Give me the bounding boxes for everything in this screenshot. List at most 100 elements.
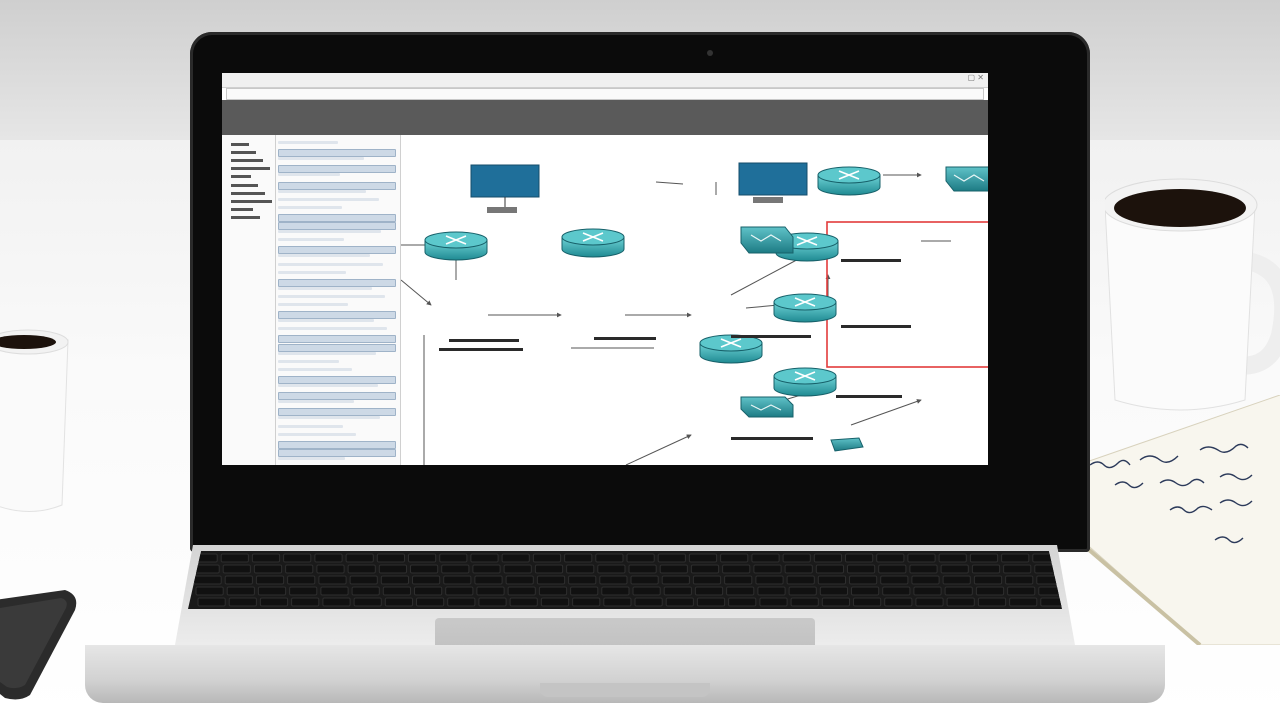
device-tree-row[interactable]	[278, 327, 387, 331]
keyboard-key	[380, 575, 410, 585]
device-tree-row[interactable]	[278, 222, 396, 230]
device-tree-row[interactable]	[278, 456, 345, 460]
keyboard-key	[1003, 564, 1032, 574]
keyboard-key	[694, 586, 724, 596]
device-tree-row[interactable]	[278, 303, 348, 306]
window-titlebar: ▢ ✕	[222, 73, 988, 88]
router-icon[interactable]	[699, 334, 763, 364]
device-tree-row[interactable]	[278, 335, 396, 344]
device-tree-row[interactable]	[278, 432, 356, 436]
keyboard-key	[447, 597, 476, 607]
device-tree-row[interactable]	[278, 367, 352, 371]
device-tree-row[interactable]	[278, 286, 372, 290]
link	[655, 181, 684, 185]
server-icon[interactable]	[470, 164, 540, 213]
window-controls[interactable]: ▢ ✕	[967, 73, 984, 82]
device-tree-row[interactable]	[278, 359, 339, 363]
keyboard-key	[915, 597, 944, 607]
device-tree-row[interactable]	[278, 189, 366, 193]
device-tree-row[interactable]	[278, 213, 396, 222]
device-tree-row[interactable]	[278, 254, 370, 258]
keyboard-key	[720, 553, 749, 563]
device-tree-label	[231, 183, 258, 187]
device-tree-row[interactable]	[278, 400, 354, 404]
keyboard-key	[973, 575, 1003, 585]
keyboard-key	[630, 575, 659, 585]
keyboard-key	[821, 597, 850, 607]
keyboard-key	[782, 553, 811, 563]
device-tree-row[interactable]	[278, 149, 396, 158]
router-icon[interactable]	[817, 166, 881, 196]
keyboard-key	[757, 586, 786, 596]
device-tree-row[interactable]	[278, 141, 338, 144]
device-tree-row[interactable]	[278, 294, 385, 298]
router-icon[interactable]	[561, 228, 625, 258]
device-tree-row[interactable]	[278, 262, 383, 266]
keyboard-key	[416, 597, 445, 607]
keyboard-key	[946, 597, 975, 607]
keyboard-key	[1001, 553, 1030, 563]
keyboard-key	[564, 553, 593, 563]
keyboard	[188, 551, 1062, 609]
device-tree-row[interactable]	[278, 416, 380, 420]
keyboard-key	[971, 564, 1001, 574]
switch-icon[interactable]	[740, 396, 794, 418]
device-tree-row[interactable]	[278, 181, 396, 190]
device-tree-row[interactable]	[278, 157, 364, 161]
router-icon[interactable]	[773, 293, 837, 323]
device-tree-row[interactable]	[278, 424, 343, 428]
keyboard-key	[880, 575, 909, 585]
keyboard-key	[722, 564, 751, 574]
keyboard-key	[195, 586, 224, 596]
router-icon[interactable]	[424, 231, 488, 261]
keyboard-key	[597, 564, 626, 574]
device-tree-row[interactable]	[278, 343, 396, 352]
keyboard-key	[568, 575, 597, 585]
device-tree-row[interactable]	[278, 246, 396, 255]
device-tree-row[interactable]	[278, 173, 340, 177]
device-tree-row[interactable]	[278, 311, 396, 320]
keyboard-key	[287, 575, 316, 585]
device-tree-row[interactable]	[278, 384, 378, 387]
keyboard-key	[283, 553, 312, 563]
device-tree-row[interactable]	[278, 205, 342, 209]
keyboard-key	[728, 597, 757, 607]
keyboard-key	[507, 586, 536, 596]
device-tree-row[interactable]	[278, 392, 396, 401]
keyboard-key	[572, 597, 601, 607]
switch-icon[interactable]	[945, 166, 988, 192]
device-tree-label	[231, 207, 253, 211]
keyboard-key	[534, 564, 564, 574]
server-icon[interactable]	[738, 162, 808, 203]
keyboard-key	[688, 553, 718, 563]
device-tree-row[interactable]	[278, 448, 396, 457]
keyboard-key	[410, 564, 439, 574]
device-tree-row[interactable]	[278, 351, 376, 355]
router-icon[interactable]	[773, 367, 837, 397]
keyboard-key	[478, 597, 507, 607]
keys	[189, 553, 1062, 607]
keyboard-key	[784, 564, 813, 574]
device-tree-row[interactable]	[278, 375, 396, 384]
topology-canvas[interactable]	[400, 135, 988, 465]
device-tree-row[interactable]	[278, 238, 344, 242]
device-tree-row[interactable]	[278, 440, 396, 449]
laptop-base	[80, 545, 1170, 715]
address-bar[interactable]	[226, 88, 984, 100]
device-tree-row[interactable]	[278, 408, 396, 417]
keyboard-key	[975, 586, 1005, 596]
keyboard-key	[509, 597, 538, 607]
device-tree-row[interactable]	[278, 165, 396, 174]
device-tree-row[interactable]	[278, 270, 346, 274]
keyboard-key	[382, 586, 412, 596]
keyboard-key	[657, 553, 686, 563]
device-tree-row[interactable]	[278, 197, 379, 201]
small-switch-icon[interactable]	[830, 437, 864, 452]
keyboard-key	[692, 575, 722, 585]
device-tree-row[interactable]	[278, 278, 396, 287]
device-tree-row[interactable]	[278, 230, 381, 234]
device-label	[841, 259, 901, 262]
switch-icon[interactable]	[740, 226, 794, 254]
device-tree-row[interactable]	[278, 319, 374, 323]
device-label	[731, 335, 811, 338]
